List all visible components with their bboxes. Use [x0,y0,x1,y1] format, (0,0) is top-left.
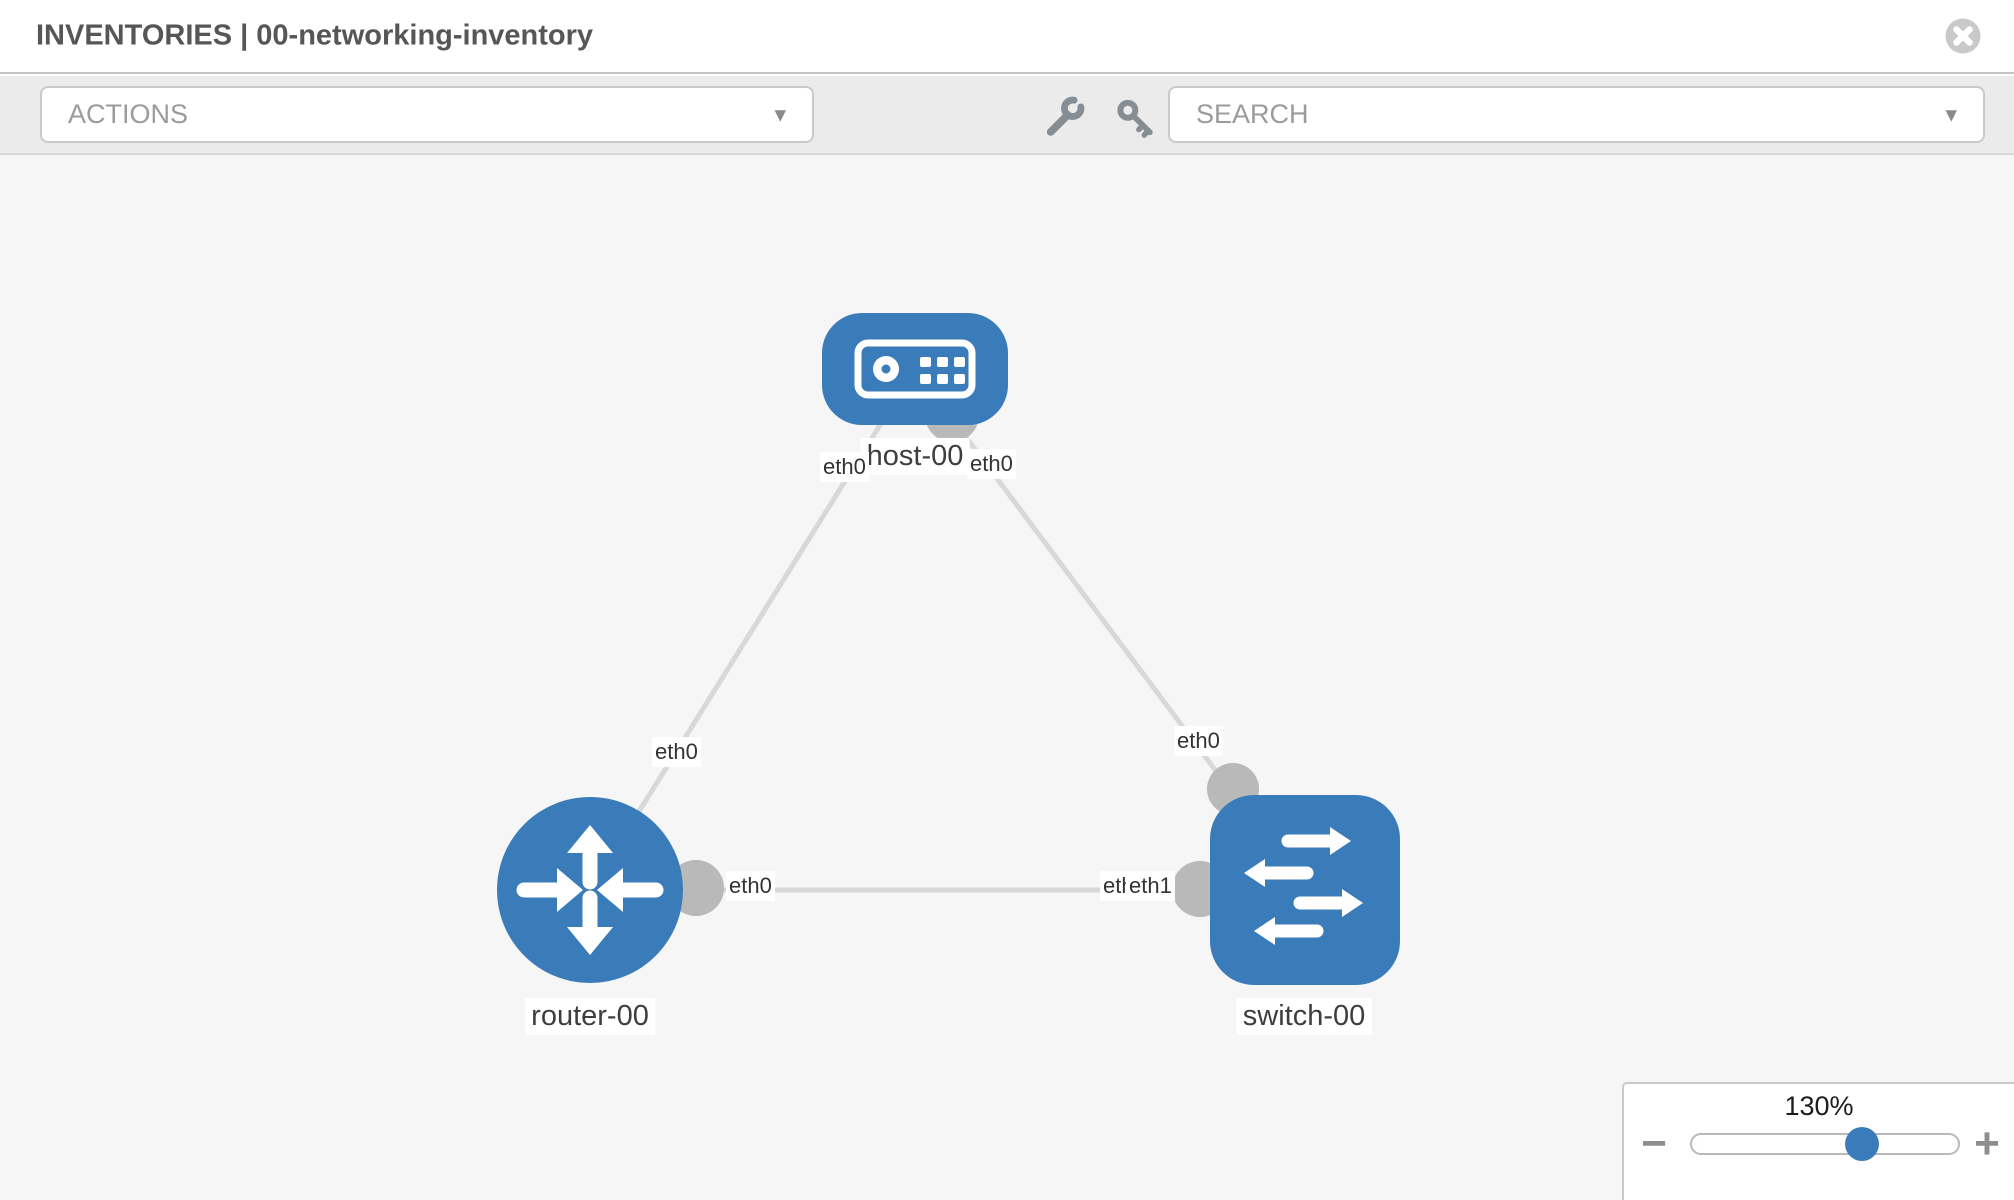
interface-label-host-eth0-right: eth0 [967,449,1016,479]
node-label-router-00: router-00 [525,998,655,1035]
zoom-out-button[interactable]: − [1632,1122,1676,1166]
chevron-down-icon: ▾ [774,101,786,127]
search-select-label: SEARCH [1196,99,1309,129]
node-label-switch-00: switch-00 [1236,998,1372,1035]
interface-label-switch-top-eth0: eth0 [1174,726,1223,756]
router-arrows-icon [516,825,664,955]
node-label-host-00: host-00 [860,438,970,475]
wrench-icon [1046,96,1085,136]
zoom-slider[interactable] [1690,1127,1960,1161]
topology-links [587,367,1308,917]
node-router-00[interactable] [497,797,683,983]
node-host-00[interactable] [822,313,1008,425]
zoom-level: 130% [1784,1091,1854,1121]
credentials-button[interactable] [1111,95,1159,143]
node-switch-00[interactable] [1210,795,1400,985]
interface-label-host-eth0-left: eth0 [820,452,869,482]
zoom-slider-thumb[interactable] [1845,1127,1879,1161]
key-icon [1117,99,1153,138]
zoom-in-button[interactable]: + [1965,1122,2009,1166]
actions-select[interactable]: ACTIONS ▾ [40,86,814,143]
titlebar: INVENTORIES | 00-networking-inventory [0,0,2014,74]
switch-arrows-icon [1244,827,1363,945]
toolbar: ACTIONS ▾ SEARCH ▾ [0,76,2014,155]
interface-label-router-right-eth0: eth0 [726,871,775,901]
x-circle-icon [1945,18,1981,54]
chevron-down-icon: ▾ [1945,101,1957,127]
minus-icon: − [1641,1119,1667,1168]
page-title: INVENTORIES | 00-networking-inventory [36,19,594,52]
configure-button[interactable] [1041,93,1089,141]
zoom-panel: 130% − + [1622,1082,2014,1200]
close-button[interactable] [1944,17,1982,55]
search-select[interactable]: SEARCH ▾ [1168,86,1985,143]
interface-label-switch-left-eth1: eth1 [1126,871,1175,901]
interface-label-router-link-eth0: eth0 [652,737,701,767]
topology-canvas[interactable]: host-00 router-00 switch-00 eth0 eth0 et… [0,155,2014,1200]
actions-select-label: ACTIONS [68,99,189,129]
server-icon [854,339,976,399]
plus-icon: + [1974,1119,2000,1168]
